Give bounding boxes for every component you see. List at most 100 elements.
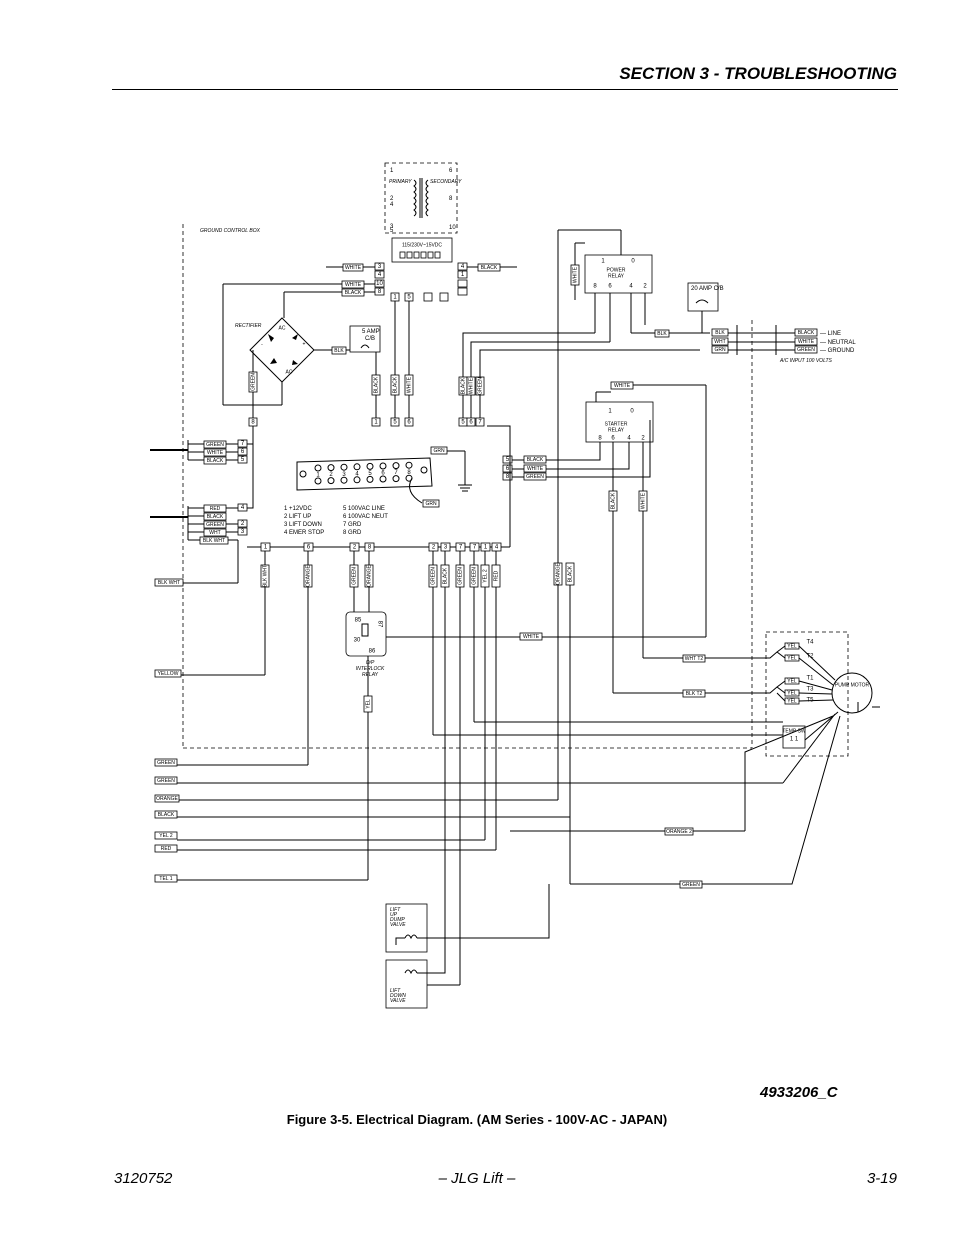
terminal-screw xyxy=(405,461,413,469)
svg-text:BLK: BLK xyxy=(715,330,725,336)
header-rule xyxy=(112,89,898,90)
svg-text:LIFT: LIFT xyxy=(390,907,401,913)
svg-text:86: 86 xyxy=(369,649,376,655)
svg-text:YEL 2: YEL 2 xyxy=(482,569,488,583)
svg-text:WHITE: WHITE xyxy=(207,450,224,456)
svg-text:GREEN: GREEN xyxy=(471,567,477,585)
svg-text:A/C INPUT 100 VOLTS: A/C INPUT 100 VOLTS xyxy=(779,358,833,364)
svg-text:UP: UP xyxy=(390,912,398,918)
svg-text:10: 10 xyxy=(449,225,456,231)
terminal-screw xyxy=(314,464,322,472)
terminal-screw xyxy=(379,462,387,470)
svg-text:4: 4 xyxy=(241,505,245,511)
terminal-screw xyxy=(327,464,335,472)
svg-text:4 EMER STOP: 4 EMER STOP xyxy=(284,530,324,536)
svg-text:BLK WHT: BLK WHT xyxy=(158,580,180,586)
svg-text:GROUND CONTROL BOX: GROUND CONTROL BOX xyxy=(200,228,261,234)
svg-text:DUMP: DUMP xyxy=(390,917,405,923)
svg-text:WHT: WHT xyxy=(209,530,220,536)
svg-text:1: 1 xyxy=(374,420,378,426)
svg-text:WHT: WHT xyxy=(714,339,725,345)
svg-text:AC: AC xyxy=(279,325,286,331)
svg-text:1: 1 xyxy=(461,272,465,278)
svg-text:8: 8 xyxy=(593,284,597,290)
svg-text:5: 5 xyxy=(461,420,465,426)
svg-text:WHT T2: WHT T2 xyxy=(685,656,704,662)
svg-text:LIFT: LIFT xyxy=(390,988,401,994)
svg-text:GREEN: GREEN xyxy=(430,567,436,585)
svg-text:DOWN: DOWN xyxy=(390,993,406,999)
svg-text:BLACK: BLACK xyxy=(610,492,616,509)
svg-text:GREEN: GREEN xyxy=(351,567,357,585)
svg-text:T4: T4 xyxy=(806,640,814,646)
svg-text:GREEN: GREEN xyxy=(457,567,463,585)
svg-text:3: 3 xyxy=(241,529,245,535)
terminal-screw xyxy=(340,463,348,471)
svg-text:3: 3 xyxy=(378,264,382,270)
svg-text:INTERLOCK: INTERLOCK xyxy=(356,666,385,672)
left-wiring: GREEN WHITE BLACK 7 6 5 RED BLACK GREEN … xyxy=(150,426,254,583)
svg-text:30: 30 xyxy=(354,638,361,644)
footer-doc-number: 3120752 xyxy=(114,1170,173,1187)
svg-text:4: 4 xyxy=(627,436,631,442)
svg-text:RED: RED xyxy=(210,506,221,512)
terminal-screw xyxy=(392,462,400,470)
svg-text:O/P: O/P xyxy=(366,660,375,666)
svg-text:2: 2 xyxy=(390,196,394,202)
svg-text:1: 1 xyxy=(390,168,394,174)
terminal-number: 5 xyxy=(368,471,372,477)
svg-text:8: 8 xyxy=(598,436,602,442)
terminal-screw xyxy=(392,475,400,483)
svg-text:GREEN: GREEN xyxy=(250,373,256,391)
svg-text:7: 7 xyxy=(241,441,245,447)
svg-text:TEMP SW: TEMP SW xyxy=(782,728,806,734)
power-relay: 1 0 POWER RELAY 8 6 4 2 WHITE BLK xyxy=(557,229,710,600)
svg-text:RED: RED xyxy=(493,570,499,581)
drawing-number: 4933206_C xyxy=(760,1084,838,1101)
svg-text:0: 0 xyxy=(631,259,635,265)
svg-text:WHITE: WHITE xyxy=(798,339,815,345)
svg-text:GRN: GRN xyxy=(433,448,445,454)
svg-text:6: 6 xyxy=(611,436,615,442)
svg-text:2: 2 xyxy=(432,545,436,551)
svg-text:YELLOW: YELLOW xyxy=(158,671,179,677)
svg-text:8 GRD: 8 GRD xyxy=(343,530,362,536)
svg-text:1: 1 xyxy=(608,409,612,415)
svg-text:2: 2 xyxy=(641,436,645,442)
terminal-number: 3 xyxy=(342,472,346,478)
svg-text:5: 5 xyxy=(241,457,245,463)
svg-text:WHITE: WHITE xyxy=(614,383,631,389)
svg-text:T3: T3 xyxy=(806,687,814,693)
svg-text:2: 2 xyxy=(643,284,647,290)
terminal-number: 4 xyxy=(355,471,359,477)
svg-text:BLK WHT: BLK WHT xyxy=(203,538,225,544)
transformer-terminal-block: 3 4 10 8 4 1 1 5 WHITE WHITE BLACK BLACK xyxy=(223,262,517,302)
svg-text:4: 4 xyxy=(461,264,465,270)
svg-text:YEL: YEL xyxy=(787,678,797,684)
breaker-20amp: 20 AMP C/B BLK WHT GRN BLACK WHITE GREEN… xyxy=(687,282,856,364)
svg-text:6: 6 xyxy=(506,466,510,472)
svg-text:T1: T1 xyxy=(806,676,814,682)
svg-text:0: 0 xyxy=(630,409,634,415)
svg-text:— LINE: — LINE xyxy=(820,331,841,337)
svg-text:1: 1 xyxy=(264,545,268,551)
svg-text:VALVE: VALVE xyxy=(390,922,406,928)
svg-text:BLK: BLK xyxy=(334,348,344,354)
svg-text:BLK T2: BLK T2 xyxy=(686,691,703,697)
svg-text:6: 6 xyxy=(407,420,411,426)
svg-text:BLACK: BLACK xyxy=(442,567,448,584)
svg-text:GREEN: GREEN xyxy=(526,474,544,480)
svg-text:6: 6 xyxy=(241,449,245,455)
terminal-number: 2 xyxy=(329,472,333,478)
svg-text:3: 3 xyxy=(444,545,448,551)
svg-text:6: 6 xyxy=(469,420,473,426)
svg-text:115/230V~15VDC: 115/230V~15VDC xyxy=(402,242,442,248)
svg-text:8: 8 xyxy=(251,420,255,426)
footer-page-number: 3-19 xyxy=(866,1170,897,1187)
svg-text:7: 7 xyxy=(478,420,482,426)
svg-text:5: 5 xyxy=(506,457,510,463)
svg-text:WHITE: WHITE xyxy=(572,266,578,283)
terminals-567: 5 6 7 BLACK WHITE GREEN xyxy=(458,332,700,427)
rectifier: RECTIFIER AC AC - + GREEN BLK 8 xyxy=(222,284,357,427)
